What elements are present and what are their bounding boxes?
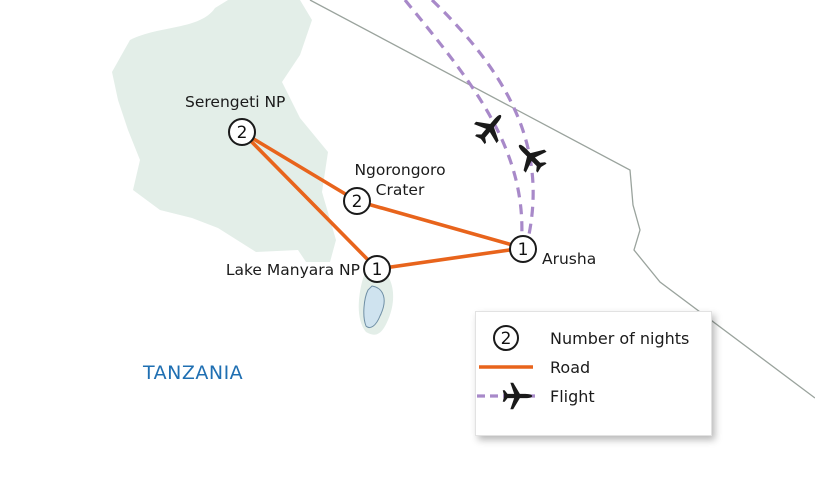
legend-box: 2 Number of nights Road Flight	[475, 311, 712, 436]
label-arusha: Arusha	[542, 250, 596, 268]
lake-manyara	[363, 285, 385, 329]
road-line-icon	[479, 365, 533, 369]
park-area	[112, 0, 336, 262]
node-serengeti[interactable]: 2	[228, 118, 256, 146]
arusha-nights: 1	[518, 240, 529, 260]
road-manyara-arusha	[375, 246, 525, 271]
border-line	[309, 0, 815, 399]
flight-route-east	[430, 0, 535, 249]
node-manyara[interactable]: 1	[363, 255, 391, 283]
label-serengeti: Serengeti NP	[185, 93, 285, 111]
label-ngorongoro-line1: Ngorongoro	[354, 161, 445, 179]
legend-row-flight: Flight	[476, 382, 595, 410]
airplane-icon	[502, 382, 533, 410]
road-ngorongoro-arusha	[355, 199, 525, 250]
night-count-circle-icon: 2	[493, 325, 519, 351]
node-arusha[interactable]: 1	[509, 235, 537, 263]
legend-row-nights: 2 Number of nights	[476, 325, 689, 351]
airplane-icon	[474, 114, 502, 145]
road-network	[240, 130, 525, 271]
country-label: TANZANIA	[143, 362, 244, 384]
legend-road-label: Road	[550, 357, 591, 377]
serengeti-nights: 2	[237, 123, 248, 143]
flight-route-west	[403, 0, 524, 249]
legend-row-road: Road	[476, 354, 590, 380]
manyara-nights: 1	[372, 260, 383, 280]
airplane-icon	[518, 144, 547, 173]
road-serengeti-ngorongoro	[240, 130, 359, 203]
label-manyara: Lake Manyara NP	[226, 261, 360, 279]
legend-nights-label: Number of nights	[550, 328, 690, 348]
ngorongoro-nights: 2	[352, 192, 363, 212]
flight-line-icon	[477, 382, 535, 410]
legend-nights-symbol: 2	[501, 329, 512, 349]
road-serengeti-manyara	[240, 130, 379, 271]
label-ngorongoro-line2: Crater	[376, 181, 425, 199]
node-ngorongoro[interactable]: 2	[343, 187, 371, 215]
legend-flight-label: Flight	[550, 386, 595, 406]
